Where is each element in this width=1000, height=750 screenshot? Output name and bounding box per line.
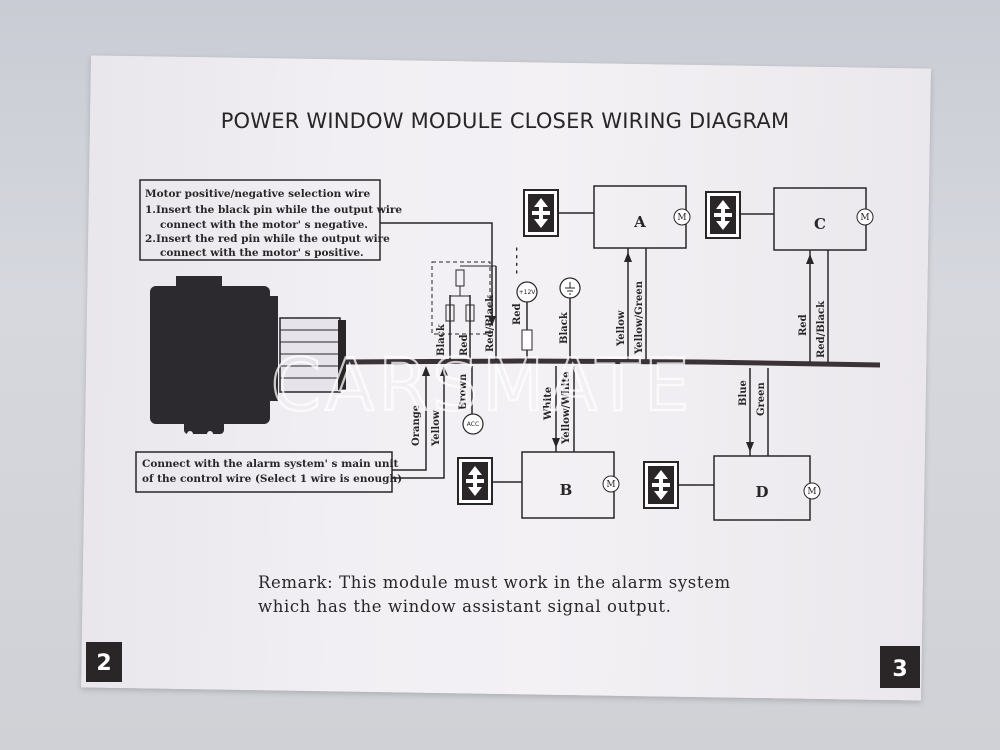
wire-label-d-green: Green [756,381,767,416]
motor-icon: M [807,487,816,497]
window-label-a: A [633,213,646,231]
motor-note-line: 2.Insert the red pin while the output wi… [145,233,390,245]
wire-label-red: Red [459,334,470,356]
ground-icon [565,282,575,295]
window-label-d: D [755,483,768,501]
motor-note-line: connect with the motor' s positive. [160,247,364,259]
plus12v-label: +12V [519,289,537,296]
wire-label-yellow: Yellow [431,410,442,447]
alarm-note-line: of the control wire (Select 1 wire is en… [142,473,402,485]
motor-icon: M [677,213,686,223]
window-switch-a [523,189,559,237]
wire-label-b-yellow-white: Yellow/White [561,372,572,445]
wire-label-fuse-red: Red [512,303,523,325]
motor-note-line: 1.Insert the black pin while the output … [145,204,402,216]
page-number-right-badge [880,646,920,688]
remark-line-2: which has the window assistant signal ou… [258,597,672,616]
window-label-c: C [814,215,826,233]
motor-selection-note: Motor positive/negative selection wire 1… [139,179,402,261]
wire-label-a-yellow-green: Yellow/Green [634,280,645,355]
alarm-note-line: Connect with the alarm system' s main un… [142,458,399,470]
acc-label: ACC [467,421,479,428]
wire-label-c-red: Red [798,314,809,336]
module-unit [150,276,346,437]
page-number-right: 3 [892,657,907,682]
wire-label-brown: Brown [458,373,469,410]
motor-icon: M [606,480,615,490]
remark-line-1: Remark: This module must work in the ala… [258,573,731,592]
wire-label-a-yellow: Yellow [616,310,627,347]
wire-label-ground-black: Black [559,311,570,344]
page-number-left-badge [86,642,122,682]
page-number-left: 2 [96,651,111,676]
motor-note-line: connect with the motor' s negative. [160,219,368,231]
wire-label-orange: Orange [411,405,422,446]
cut-mark: - - - - [511,247,522,274]
motor-icon: M [860,213,869,223]
selection-pins [431,261,496,360]
motor-note-line: Motor positive/negative selection wire [145,188,370,200]
diagram-title: POWER WINDOW MODULE CLOSER WIRING DIAGRA… [221,109,790,133]
window-label-b: B [560,481,573,499]
alarm-connection-note: Connect with the alarm system' s main un… [135,451,402,493]
wire-label-red-black: Red/Black [485,294,496,352]
window-switch-b [457,457,493,505]
wire-label-c-red-black: Red/Black [816,300,827,358]
window-switch-c [705,191,741,239]
wire-label-d-blue: Blue [738,380,749,406]
window-switch-d [643,461,679,509]
watermark: CARSMATE [271,343,694,427]
wire-label-black: Black [436,323,447,356]
wire-label-b-white: White [543,387,554,421]
